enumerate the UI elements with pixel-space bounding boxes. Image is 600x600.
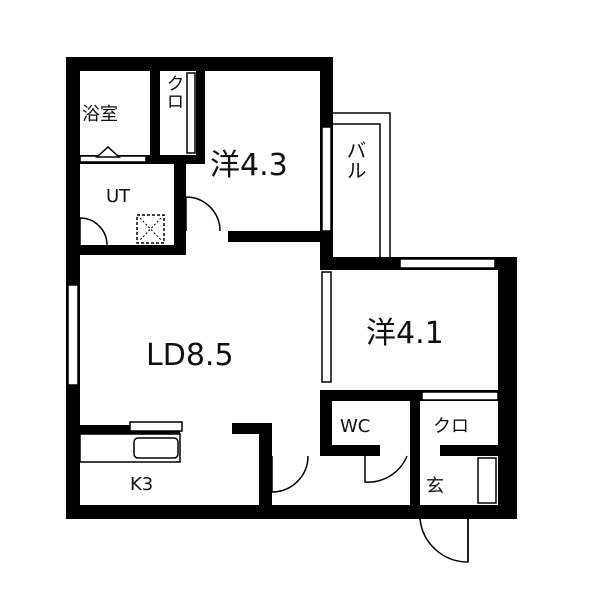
wall-ut-east	[174, 164, 186, 250]
wall-top	[66, 57, 333, 71]
label-entrance: 玄	[426, 476, 444, 497]
balcony-outline-outer	[333, 112, 391, 257]
wall-wc-west	[320, 401, 332, 456]
bath-step	[79, 145, 147, 163]
counter-top-strip	[129, 421, 183, 432]
window-room43	[321, 126, 332, 232]
door-wc	[364, 455, 408, 483]
kitchen-counter	[79, 421, 183, 463]
door-hall	[271, 455, 309, 493]
wall-closet-bottom	[440, 445, 517, 456]
wall-entrance-west	[410, 456, 420, 505]
label-toilet: WC	[340, 416, 370, 437]
door-entrance	[419, 505, 469, 563]
door-room43	[185, 196, 221, 232]
label-closet-top: クロ	[164, 74, 185, 110]
label-closet-bottom: クロ	[433, 416, 469, 437]
washer-x1	[139, 217, 162, 241]
label-bath: 浴室	[82, 104, 118, 125]
closet-bottom-slider	[421, 391, 499, 401]
label-living-dining: LD8.5	[146, 338, 234, 373]
label-kitchen: K3	[130, 474, 153, 495]
wall-bath-east	[150, 71, 160, 155]
wall-room41-bottom	[320, 390, 517, 401]
wall-room43-bottom	[228, 231, 333, 242]
label-balcony: バル	[343, 140, 367, 180]
window-room41-west	[321, 271, 332, 383]
wall-wc-bottom	[320, 445, 380, 456]
balcony	[333, 112, 391, 257]
wall-bottom	[66, 505, 517, 519]
balcony-outline-inner	[333, 123, 381, 257]
window-entrance	[477, 457, 497, 504]
sink	[133, 437, 179, 459]
triangle-icon	[95, 145, 121, 158]
label-utility: UT	[106, 186, 131, 207]
room-labels: 浴室 クロ 洋4.3 バル UT LD8.5 洋4.1 WC クロ K3 玄	[82, 74, 469, 497]
windows	[67, 72, 499, 504]
wall-kitchen-east	[259, 423, 272, 519]
closet-top-slider	[186, 72, 196, 154]
wall-closet-east	[196, 71, 205, 155]
wall-kitchen-stub	[232, 423, 272, 434]
label-western-room-1: 洋4.3	[210, 148, 288, 183]
doors	[79, 196, 469, 563]
wall-ut-bottom	[80, 245, 186, 255]
wall-wc-closet	[410, 401, 420, 456]
label-western-room-2: 洋4.1	[366, 316, 444, 351]
window-room41-top	[399, 258, 496, 269]
door-ut	[79, 217, 108, 246]
washer-x2	[139, 217, 162, 241]
window-ld	[67, 284, 79, 386]
wall-right	[498, 257, 517, 519]
washer-space	[136, 214, 165, 244]
